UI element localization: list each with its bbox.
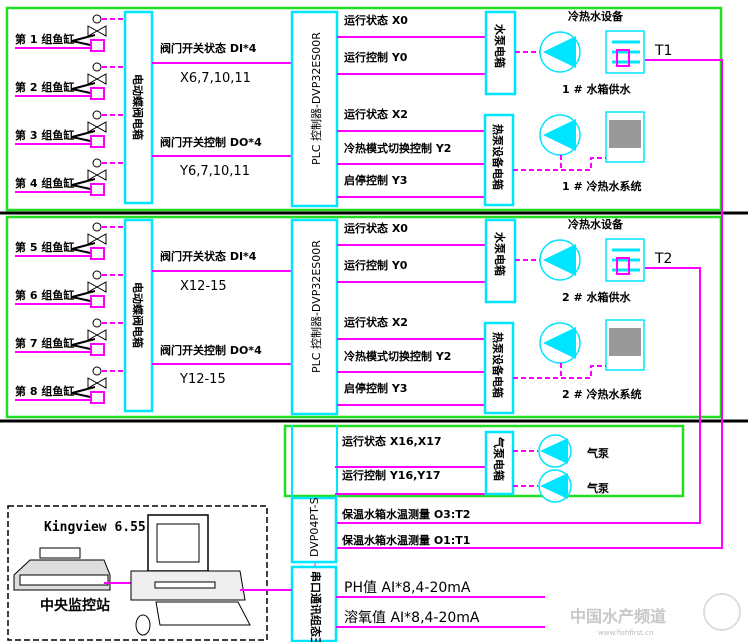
butterfly-valve-icon[interactable] bbox=[87, 110, 107, 133]
plc-io-row: 运行控制 Y0 bbox=[344, 258, 408, 272]
svg-text:PLC 控制器-DVP32ES00R: PLC 控制器-DVP32ES00R bbox=[309, 240, 323, 373]
di-label: 阀门开关状态 DI*4 bbox=[160, 249, 257, 263]
butterfly-valve-icon[interactable] bbox=[87, 222, 107, 245]
di-points: X12-15 bbox=[180, 279, 227, 294]
valve-box bbox=[123, 10, 154, 205]
valve-actuator-icon bbox=[90, 391, 105, 404]
svg-text:水泵电箱: 水泵电箱 bbox=[493, 232, 507, 276]
central-station-frame bbox=[7, 505, 268, 641]
svg-text:气泵电箱: 气泵电箱 bbox=[492, 436, 506, 481]
svg-text:水泵电箱: 水泵电箱 bbox=[493, 24, 507, 68]
valve-box bbox=[123, 218, 154, 413]
plc-io-row: 冷热模式切换控制 Y2 bbox=[344, 141, 451, 155]
svg-text:热泵设备电箱: 热泵设备电箱 bbox=[491, 124, 505, 190]
do-label: 阀门开关控制 DO*4 bbox=[160, 135, 262, 149]
fish-tank-label: 第 1 组鱼缸 bbox=[15, 32, 74, 46]
section-1: 第 1 组鱼缸 第 2 组鱼缸 第 3 组鱼缸 第 4 组鱼缸 电动蝶阀电箱 阀… bbox=[15, 9, 672, 208]
t1-signal-line bbox=[336, 59, 723, 549]
valve-actuator-icon bbox=[90, 295, 105, 308]
plc-io-row: 运行控制 Y0 bbox=[344, 50, 408, 64]
fish-tank-label: 第 5 组鱼缸 bbox=[15, 240, 74, 254]
pump-box bbox=[484, 218, 517, 304]
fish-tank-label: 第 3 组鱼缸 bbox=[15, 128, 74, 142]
air-row-control: 运行控制 Y16,Y17 bbox=[342, 468, 441, 482]
valve-actuator-icon bbox=[90, 183, 105, 196]
heat-pump-box bbox=[483, 321, 515, 415]
plc-controller bbox=[290, 218, 339, 416]
svg-text:气泵: 气泵 bbox=[586, 446, 609, 460]
temp-row-t1: 保温水箱水温测量 O1:T1 bbox=[341, 533, 470, 547]
butterfly-valve-icon[interactable] bbox=[87, 270, 107, 293]
equipment-title: 冷热水设备 bbox=[568, 9, 624, 23]
water-tank-icon bbox=[605, 238, 645, 282]
plc-io-row: 运行状态 X2 bbox=[344, 107, 408, 121]
fish-tank-label: 第 7 组鱼缸 bbox=[15, 336, 74, 350]
temp-row-t2: 保温水箱水温测量 O3:T2 bbox=[341, 507, 470, 521]
butterfly-valve-icon[interactable] bbox=[87, 14, 107, 37]
do-points: Y12-15 bbox=[179, 372, 226, 387]
butterfly-valve-icon[interactable] bbox=[87, 366, 107, 389]
svg-text:www.fishfirst.cn: www.fishfirst.cn bbox=[598, 629, 653, 637]
plc-io-row: 运行状态 X2 bbox=[344, 315, 408, 329]
equipment-title: 冷热水设备 bbox=[568, 217, 624, 231]
plc-io-row: 运行状态 X0 bbox=[344, 221, 408, 235]
valve-actuator-icon bbox=[90, 39, 105, 52]
svg-text:热泵设备电箱: 热泵设备电箱 bbox=[491, 332, 505, 398]
valve-actuator-icon bbox=[90, 87, 105, 100]
valve-actuator-icon bbox=[90, 247, 105, 260]
pump-caption: 1 # 水箱供水 bbox=[562, 82, 632, 96]
svg-text:电动蝶阀电箱: 电动蝶阀电箱 bbox=[131, 74, 145, 140]
heat-pump-unit-icon bbox=[605, 319, 645, 371]
plc-io-row: 启停控制 Y3 bbox=[344, 173, 407, 187]
air-row-status: 运行状态 X16,X17 bbox=[342, 434, 442, 448]
butterfly-valve-icon[interactable] bbox=[87, 318, 107, 341]
fish-tank-label: 第 4 组鱼缸 bbox=[15, 176, 74, 190]
heat-caption: 2 # 冷热水系统 bbox=[562, 387, 642, 401]
do-row: 溶氧值 AI*8,4-20mA bbox=[344, 610, 480, 626]
station-name: 中央监控站 bbox=[40, 597, 110, 614]
air-pump-frame bbox=[283, 424, 685, 498]
air-pump-box bbox=[484, 430, 515, 496]
valve-actuator-icon bbox=[90, 343, 105, 356]
svg-text:气泵: 气泵 bbox=[586, 481, 609, 495]
do-label: 阀门开关控制 DO*4 bbox=[160, 343, 262, 357]
software-label: Kingview 6.55 bbox=[44, 520, 146, 535]
svg-text:PLC 控制器-DVP32ES00R: PLC 控制器-DVP32ES00R bbox=[309, 32, 323, 165]
plc-io-row: 运行状态 X0 bbox=[344, 13, 408, 27]
fish-tank-label: 第 2 组鱼缸 bbox=[15, 80, 74, 94]
dvp04pt-module bbox=[290, 496, 338, 564]
fish-tank-label: 第 6 组鱼缸 bbox=[15, 288, 74, 302]
serial-software-box bbox=[290, 565, 338, 642]
valve-actuator-icon bbox=[90, 135, 105, 148]
pump-box bbox=[484, 10, 517, 96]
plc-controller bbox=[290, 10, 339, 208]
computer-icon bbox=[130, 514, 251, 636]
pump-caption: 2 # 水箱供水 bbox=[562, 290, 632, 304]
tank-tag: T2 bbox=[654, 251, 672, 267]
svg-text:DVP04PT-S: DVP04PT-S bbox=[308, 497, 321, 557]
svg-text:电动蝶阀电箱: 电动蝶阀电箱 bbox=[131, 282, 145, 348]
di-points: X6,7,10,11 bbox=[180, 71, 251, 86]
svg-text:串口通讯组态王软件: 串口通讯组态王软件 bbox=[309, 571, 323, 642]
do-points: Y6,7,10,11 bbox=[179, 164, 250, 179]
heat-pump-unit-icon bbox=[605, 111, 645, 163]
fish-tank-label: 第 8 组鱼缸 bbox=[15, 384, 74, 398]
heat-pump-box bbox=[483, 113, 515, 207]
t2-signal-line bbox=[336, 267, 701, 524]
water-tank-icon bbox=[605, 30, 645, 74]
tank-tag: T1 bbox=[654, 43, 672, 59]
watermark-logo: 中国水产频道 bbox=[570, 607, 666, 626]
printer-icon bbox=[13, 547, 111, 591]
di-label: 阀门开关状态 DI*4 bbox=[160, 41, 257, 55]
heat-caption: 1 # 冷热水系统 bbox=[562, 179, 642, 193]
plc-io-row: 冷热模式切换控制 Y2 bbox=[344, 349, 451, 363]
ph-row: PH值 AI*8,4-20mA bbox=[344, 580, 471, 596]
plc-io-row: 启停控制 Y3 bbox=[344, 381, 407, 395]
section-2: 第 5 组鱼缸 第 6 组鱼缸 第 7 组鱼缸 第 8 组鱼缸 电动蝶阀电箱 阀… bbox=[15, 217, 672, 416]
butterfly-valve-icon[interactable] bbox=[87, 62, 107, 85]
butterfly-valve-icon[interactable] bbox=[87, 158, 107, 181]
